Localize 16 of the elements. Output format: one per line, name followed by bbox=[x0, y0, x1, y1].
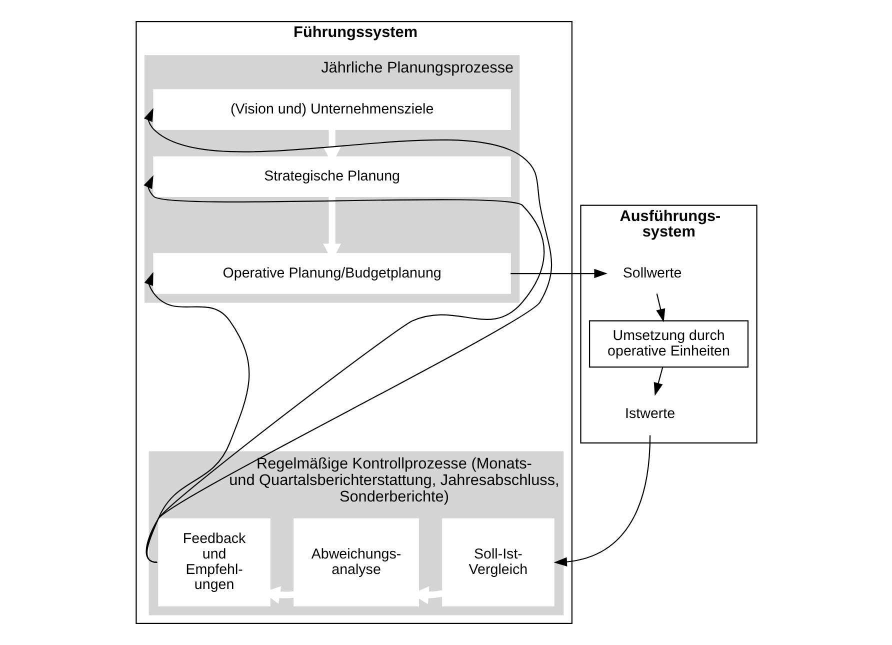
node-box: Umsetzung durch operative Einheiten bbox=[588, 320, 748, 368]
node-box: (Vision und) Unternehmensziele bbox=[152, 89, 510, 130]
arrow bbox=[143, 175, 544, 563]
node-box: Soll-Ist- Vergleich bbox=[442, 518, 554, 606]
arrow bbox=[143, 108, 552, 563]
node-text: Istwerte bbox=[624, 406, 675, 422]
arrow bbox=[510, 268, 607, 278]
arrow bbox=[144, 272, 250, 563]
arrow bbox=[656, 294, 665, 322]
node-box: Abweichungs- analyse bbox=[293, 518, 418, 606]
node-box: Operative Planung/Budgetplanung bbox=[152, 253, 510, 294]
node-box: Feedback und Empfehl- ungen bbox=[158, 518, 270, 606]
arrow bbox=[553, 435, 650, 566]
arrow bbox=[653, 367, 663, 396]
node-text: Sollwerte bbox=[622, 265, 682, 282]
node-box: Strategische Planung bbox=[152, 156, 510, 198]
